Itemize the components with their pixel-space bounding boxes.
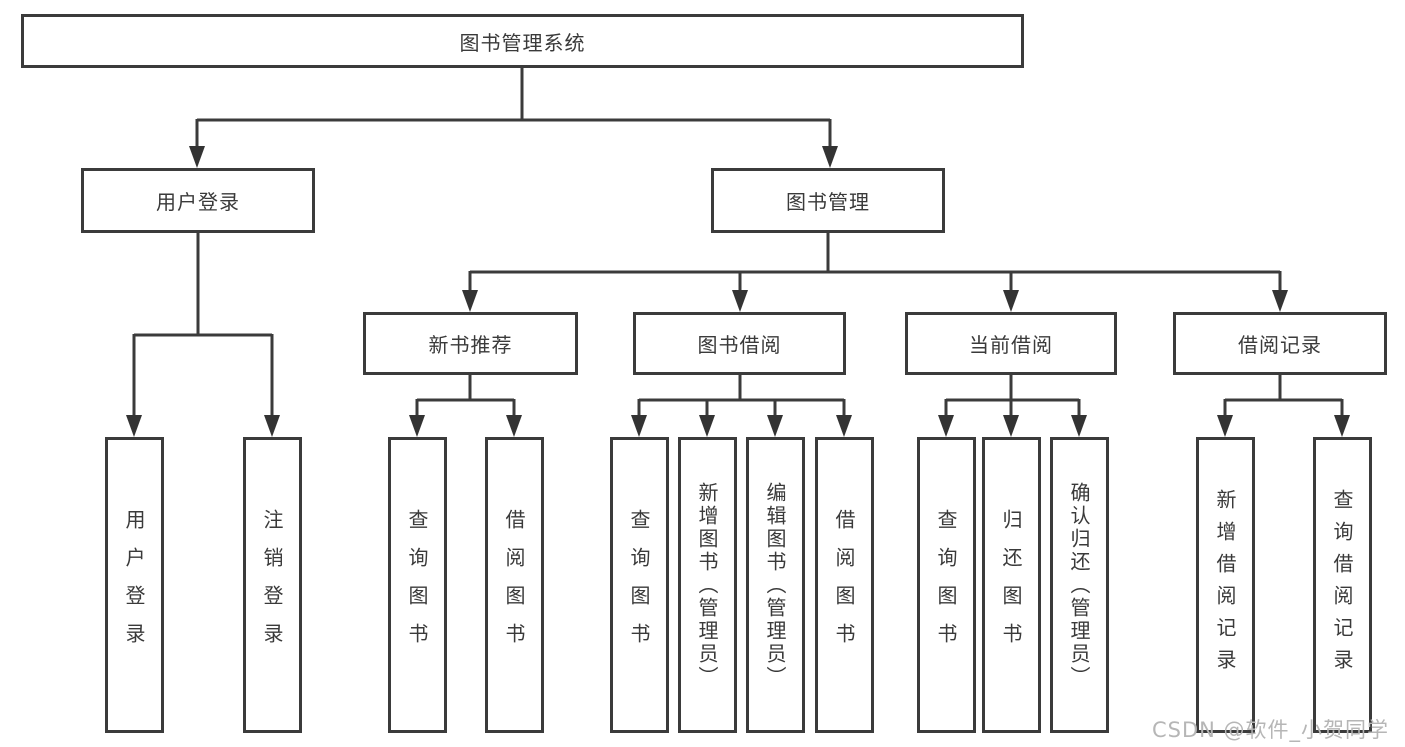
- node-leaf-user-login: 用户登录: [105, 437, 164, 733]
- node-leaf-query-books-2: 查询图书: [610, 437, 669, 733]
- node-library-management-system: 图书管理系统: [21, 14, 1024, 68]
- node-label: 图书借阅: [697, 333, 782, 357]
- node-label: 编辑图书（管理员）: [763, 481, 787, 689]
- csdn-watermark: CSDN @软件_小贺同学: [1152, 718, 1390, 742]
- node-label: 借阅图书: [502, 509, 526, 661]
- node-borrowing-records: 借阅记录: [1173, 312, 1387, 375]
- node-label: 新书推荐: [428, 333, 513, 357]
- node-leaf-edit-books-admin: 编辑图书（管理员）: [746, 437, 805, 733]
- node-label: 归还图书: [999, 509, 1023, 661]
- node-leaf-logout: 注销登录: [243, 437, 302, 733]
- node-label: 图书管理: [786, 190, 870, 214]
- arrowhead-icons: [126, 146, 1350, 437]
- node-label: 借阅记录: [1238, 333, 1322, 357]
- node-label: 确认归还（管理员）: [1067, 481, 1091, 689]
- node-label: 查询图书: [627, 509, 651, 661]
- node-book-borrowing: 图书借阅: [633, 312, 846, 375]
- node-label: 用户登录: [156, 190, 240, 214]
- node-label: 新增借阅记录: [1213, 489, 1237, 681]
- node-label: 图书管理系统: [459, 30, 586, 55]
- node-label: 用户登录: [122, 509, 146, 661]
- node-label: 新增图书（管理员）: [695, 481, 719, 689]
- node-label: 查询借阅记录: [1330, 489, 1354, 681]
- node-leaf-confirm-return-admin: 确认归还（管理员）: [1050, 437, 1109, 733]
- node-label: 当前借阅: [969, 333, 1053, 357]
- node-label: 查询图书: [934, 509, 958, 661]
- node-leaf-add-books-admin: 新增图书（管理员）: [678, 437, 737, 733]
- node-leaf-query-borrow-record: 查询借阅记录: [1313, 437, 1372, 733]
- node-label: 注销登录: [260, 509, 284, 661]
- node-label: 查询图书: [405, 509, 429, 661]
- node-book-management: 图书管理: [711, 168, 945, 233]
- node-leaf-add-borrow-record: 新增借阅记录: [1196, 437, 1255, 733]
- node-leaf-query-books-3: 查询图书: [917, 437, 976, 733]
- node-user-login: 用户登录: [81, 168, 315, 233]
- node-leaf-borrow-books-1: 借阅图书: [485, 437, 544, 733]
- node-leaf-query-books-1: 查询图书: [388, 437, 447, 733]
- node-label: 借阅图书: [832, 509, 856, 661]
- node-current-borrowing: 当前借阅: [905, 312, 1117, 375]
- node-leaf-borrow-books-2: 借阅图书: [815, 437, 874, 733]
- node-leaf-return-books: 归还图书: [982, 437, 1041, 733]
- node-new-book-recommend: 新书推荐: [363, 312, 578, 375]
